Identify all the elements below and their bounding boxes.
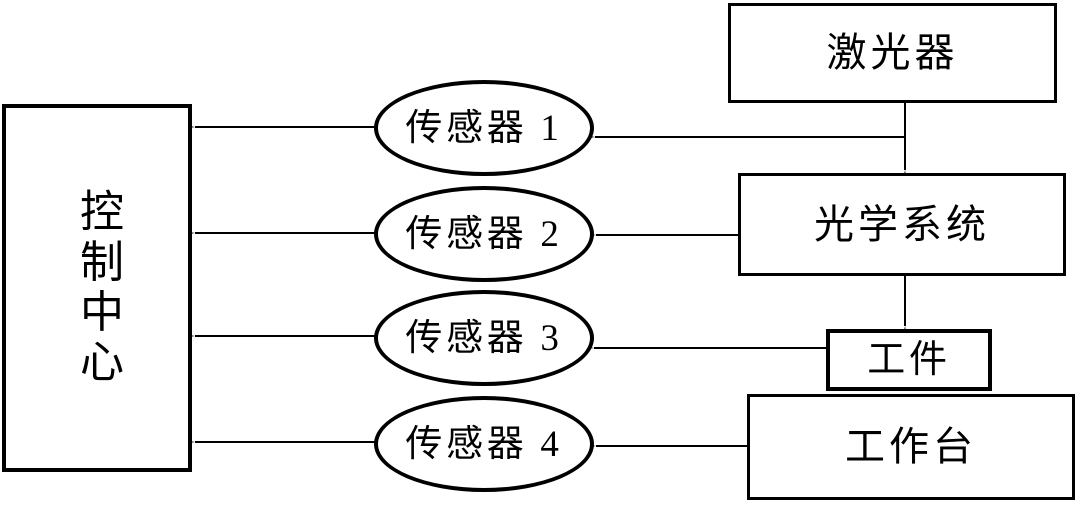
optical-system-label: 光学系统 [814, 201, 990, 247]
sensor-2-label: 传感器 2 [405, 213, 563, 255]
worktable-box: 工作台 [747, 394, 1075, 500]
laser-label: 激光器 [826, 30, 959, 75]
sensor-1-ellipse: 传感器 1 [374, 80, 594, 176]
workpiece-label: 工件 [867, 339, 951, 381]
sensor-4-ellipse: 传感器 4 [374, 396, 594, 492]
control-center-box: 控制中心 [2, 104, 192, 472]
sensor-4-label: 传感器 4 [405, 423, 563, 465]
sensor-3-ellipse: 传感器 3 [374, 290, 594, 386]
sensor-3-label: 传感器 3 [405, 317, 563, 359]
laser-box: 激光器 [728, 3, 1057, 103]
workpiece-box: 工件 [826, 329, 992, 391]
sensor-2-ellipse: 传感器 2 [374, 186, 594, 282]
sensor-1-label: 传感器 1 [405, 107, 563, 149]
optical-system-box: 光学系统 [738, 173, 1066, 276]
control-center-label: 控制中心 [73, 187, 122, 389]
worktable-label: 工作台 [845, 424, 977, 469]
